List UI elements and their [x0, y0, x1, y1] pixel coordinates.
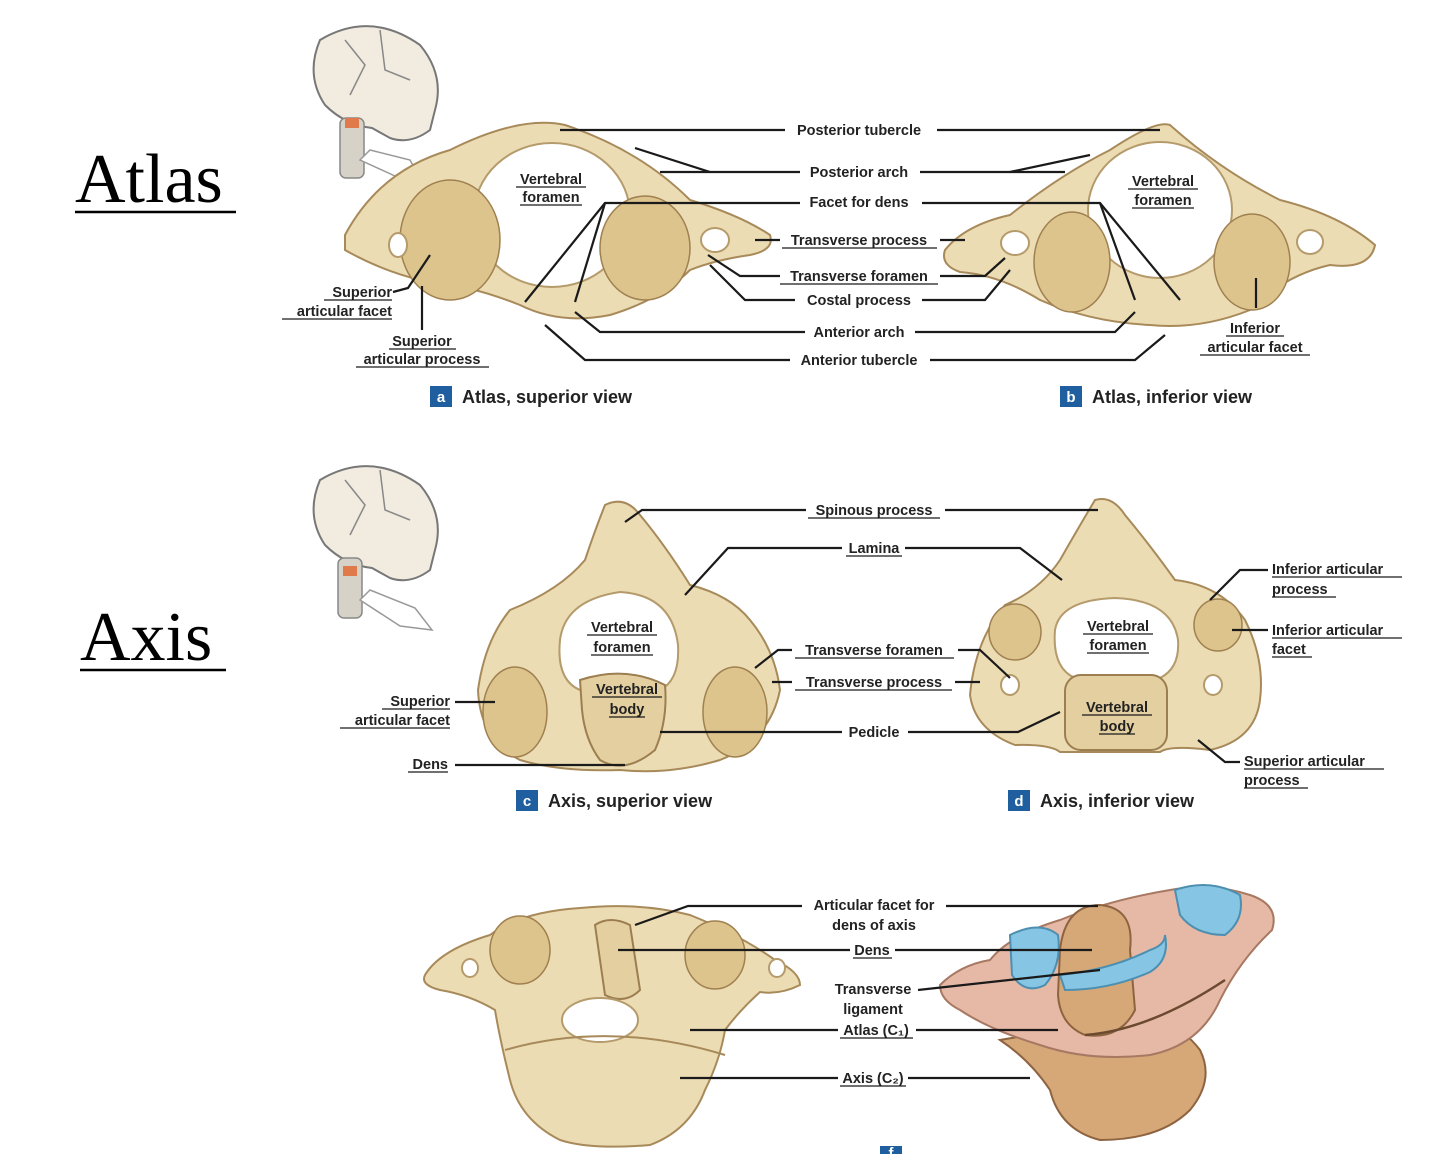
label-axis-c2: Axis (C₂): [842, 1071, 903, 1087]
atlas-axis-illustration: [938, 884, 1275, 1142]
label-superior-articular-process-d-1: Superior articular: [1244, 754, 1365, 770]
badge-f-letter: f: [889, 1145, 895, 1154]
label-inferior-articular-facet-b-2: articular facet: [1207, 340, 1302, 356]
caption-d-text: Axis, inferior view: [1040, 791, 1195, 811]
label-superior-articular-facet-a-1: Superior: [332, 285, 392, 301]
axis-inferior-bone: [968, 498, 1262, 753]
label-articular-facet-for-dens-1: Articular facet for: [814, 898, 935, 914]
label-anterior-arch: Anterior arch: [813, 325, 904, 341]
label-transverse-foramen-axis: Transverse foramen: [805, 643, 943, 659]
caption-a-text: Atlas, superior view: [462, 387, 633, 407]
atlas-inferior-bone: [943, 123, 1377, 327]
label-atlas-c1: Atlas (C₁): [843, 1023, 909, 1039]
label-inferior-articular-facet-b-1: Inferior: [1230, 321, 1280, 337]
label-vertebral-foramen-b-1: Vertebral: [1132, 174, 1194, 190]
axis-leader-lines: [455, 508, 1268, 767]
label-transverse-process-atlas: Transverse process: [791, 233, 927, 249]
caption-f: f: [880, 1145, 902, 1154]
badge-d-letter: d: [1014, 793, 1023, 810]
label-inferior-articular-facet-d-2: facet: [1272, 642, 1306, 658]
badge-f: [880, 1146, 902, 1154]
label-vertebral-body-c-1: Vertebral: [596, 682, 658, 698]
caption-c: c Axis, superior view: [516, 790, 713, 811]
atlas-superior-bone: [344, 121, 772, 320]
label-superior-articular-facet-c-2: articular facet: [355, 713, 450, 729]
label-posterior-tubercle: Posterior tubercle: [797, 123, 921, 139]
axis-title: Axis: [80, 599, 212, 676]
label-dens-c: Dens: [413, 757, 448, 773]
label-pedicle: Pedicle: [849, 725, 900, 741]
badge-c: [516, 790, 538, 811]
skull-icon-atlas: [312, 25, 439, 179]
label-costal-process: Costal process: [807, 293, 911, 309]
label-vertebral-foramen-c-1: Vertebral: [591, 620, 653, 636]
badge-a: [430, 386, 452, 407]
joint-leader-lines: [618, 904, 1101, 1080]
label-transverse-foramen-atlas: Transverse foramen: [790, 269, 928, 285]
label-superior-articular-process-d-2: process: [1244, 773, 1300, 789]
label-facet-for-dens: Facet for dens: [809, 195, 908, 211]
label-superior-articular-process-a-2: articular process: [364, 352, 481, 368]
badge-d: [1008, 790, 1030, 811]
label-vertebral-foramen-d-1: Vertebral: [1087, 619, 1149, 635]
caption-b-text: Atlas, inferior view: [1092, 387, 1253, 407]
label-transverse-process-axis: Transverse process: [806, 675, 942, 691]
label-spinous-process: Spinous process: [816, 503, 933, 519]
label-vertebral-body-c-2: body: [610, 702, 645, 718]
label-superior-articular-facet-a-2: articular facet: [297, 304, 392, 320]
caption-d: d Axis, inferior view: [1008, 790, 1195, 811]
caption-a: a Atlas, superior view: [430, 386, 633, 407]
label-vertebral-body-d-2: body: [1100, 719, 1135, 735]
badge-b-letter: b: [1066, 389, 1075, 406]
label-articular-facet-for-dens-2: dens of axis: [832, 918, 916, 934]
atlas-leader-lines: [392, 128, 1258, 362]
caption-b: b Atlas, inferior view: [1060, 386, 1253, 407]
label-anterior-tubercle: Anterior tubercle: [801, 353, 918, 369]
label-inferior-articular-facet-d-1: Inferior articular: [1272, 623, 1384, 639]
skull-icon-axis: [312, 465, 439, 631]
label-lamina: Lamina: [849, 541, 901, 557]
label-vertebral-foramen-c-2: foramen: [593, 640, 650, 656]
caption-c-text: Axis, superior view: [548, 791, 713, 811]
label-vertebral-foramen-d-2: foramen: [1089, 638, 1146, 654]
label-inferior-articular-process-d-1: Inferior articular: [1272, 562, 1384, 578]
atlas-axis-articulated-bone: [423, 905, 802, 1148]
label-transverse-ligament-2: ligament: [843, 1002, 903, 1018]
label-vertebral-foramen-a-1: Vertebral: [520, 172, 582, 188]
label-vertebral-foramen-a-2: foramen: [522, 190, 579, 206]
badge-a-letter: a: [437, 389, 446, 406]
label-posterior-arch: Posterior arch: [810, 165, 908, 181]
label-superior-articular-process-a-1: Superior: [392, 334, 452, 350]
label-vertebral-foramen-b-2: foramen: [1134, 193, 1191, 209]
label-transverse-ligament-1: Transverse: [835, 982, 912, 998]
label-vertebral-body-d-1: Vertebral: [1086, 700, 1148, 716]
badge-b: [1060, 386, 1082, 407]
axis-superior-bone: [476, 500, 782, 773]
atlas-title: Atlas: [75, 141, 223, 218]
badge-c-letter: c: [523, 793, 531, 810]
label-inferior-articular-process-d-2: process: [1272, 582, 1328, 598]
label-dens-joint: Dens: [854, 943, 889, 959]
label-superior-articular-facet-c-1: Superior: [390, 694, 450, 710]
